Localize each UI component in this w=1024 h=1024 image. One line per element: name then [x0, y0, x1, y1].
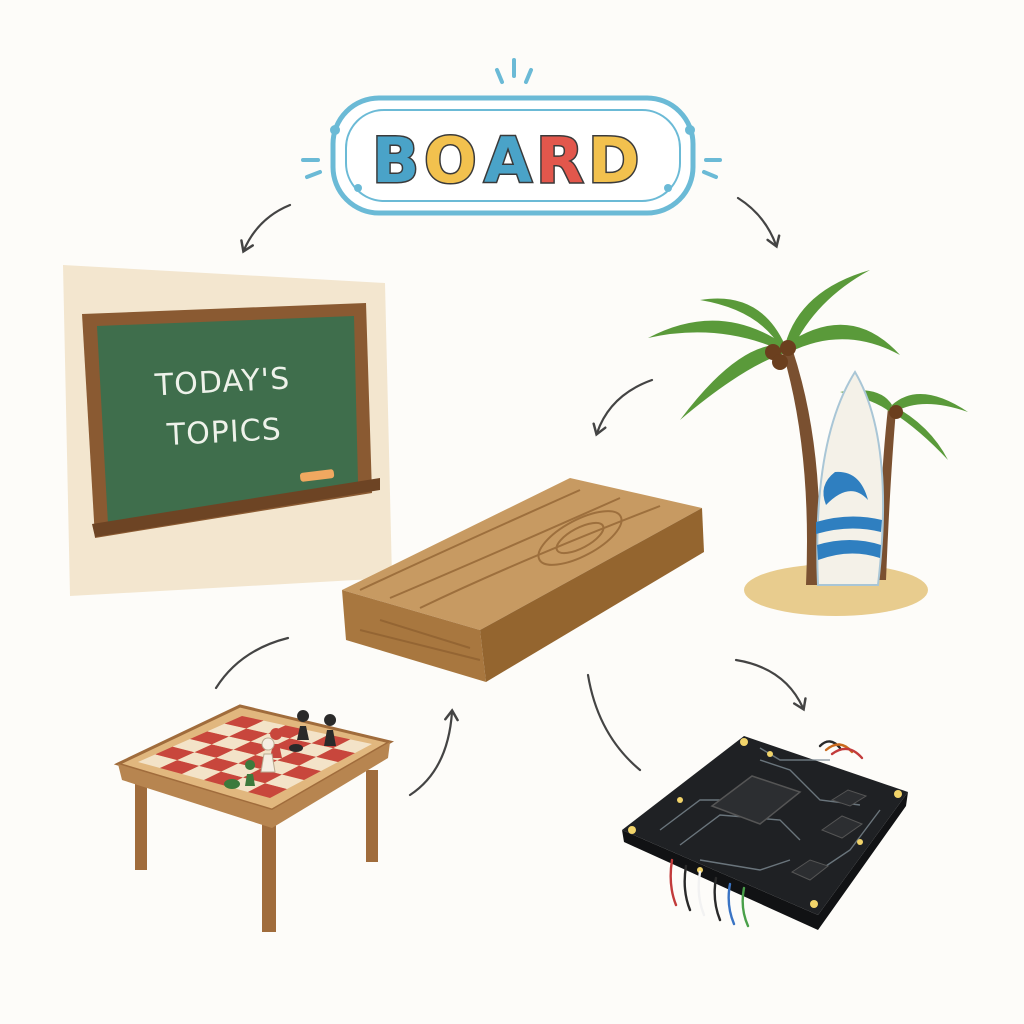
surfboard-wave	[823, 471, 868, 505]
chess-square	[333, 739, 372, 753]
chess-square	[204, 771, 244, 786]
pcb-chip-3	[830, 789, 868, 807]
pcb-chip-4	[790, 859, 830, 881]
splash-icon	[301, 58, 722, 192]
title-letter-d: D	[588, 124, 639, 197]
wooden-plank-icon	[342, 478, 704, 682]
title-letter-r: R	[536, 124, 584, 197]
palm-trunk	[782, 348, 820, 585]
pcb-side	[622, 792, 908, 930]
chess-square	[294, 743, 334, 757]
title-badge: B O A R D	[301, 58, 722, 216]
arrow-palm-to-plank	[592, 378, 654, 437]
chess-square	[199, 757, 239, 772]
chalkboard-line-1: TODAY'S	[153, 361, 291, 403]
arrow-title-to-chalkboard	[240, 203, 292, 254]
chess-square	[224, 716, 264, 729]
chess-pawn-green	[245, 760, 256, 786]
circuit-board-icon	[622, 736, 908, 930]
chess-square	[229, 728, 269, 742]
title-frame-inner	[345, 109, 681, 202]
chalk-tray	[92, 478, 380, 537]
pcb-wires	[669, 740, 864, 928]
chess-square	[282, 765, 321, 780]
checker-black	[289, 744, 303, 752]
chalk-piece	[299, 469, 335, 482]
table-leg-right	[366, 770, 378, 862]
surfboard-palm-icon	[648, 270, 968, 616]
title-letter-o: O	[424, 124, 477, 197]
table-leg-left	[135, 778, 147, 870]
chess-square	[207, 723, 247, 737]
chess-square	[155, 746, 195, 761]
plank-front	[342, 590, 486, 682]
chalkboard-line-2: TOPICS	[165, 412, 283, 453]
pcb-top	[622, 736, 908, 915]
title-frame	[330, 95, 696, 216]
chess-pawn-black	[297, 710, 310, 740]
arrow-plank-to-chess	[214, 636, 290, 690]
chess-square	[190, 731, 230, 745]
surfboard-stripe-1	[816, 516, 882, 534]
arrow-chess-to-plank	[408, 708, 459, 797]
chess-pieces	[224, 710, 337, 789]
arrows	[214, 196, 807, 797]
chess-square	[277, 751, 317, 766]
title-letter-a: A	[484, 124, 532, 197]
chalkboard-surface	[97, 316, 358, 524]
wood-grain	[359, 489, 661, 661]
table-leg-front	[262, 820, 276, 932]
chess-square	[211, 736, 251, 750]
arrow-plank-to-circuit	[586, 673, 642, 772]
table-apron	[118, 742, 390, 828]
chess-square	[177, 752, 217, 766]
pcb-traces	[659, 747, 881, 871]
title-letter-b: B	[372, 124, 419, 197]
chess-square	[138, 754, 178, 768]
chess-pawn-red	[270, 728, 283, 758]
pcb-chip-2	[820, 815, 864, 839]
coconuts	[765, 340, 903, 419]
chess-square	[194, 744, 234, 758]
pcb-leds	[628, 738, 902, 908]
chess-square	[172, 739, 212, 753]
pcb-main-chip	[710, 775, 802, 825]
title-text: B O A R D	[371, 123, 641, 199]
chess-pawn-black-2	[324, 714, 337, 746]
chess-pawn-white	[260, 737, 276, 773]
chess-square	[246, 720, 286, 734]
arrow-title-to-surfboard	[736, 196, 781, 249]
plank-side	[480, 508, 704, 682]
chess-square	[316, 748, 355, 762]
chess-square	[160, 760, 200, 774]
chess-table-icon	[113, 704, 395, 932]
surfboard-stripe-2	[817, 540, 881, 560]
plank-top	[342, 478, 702, 630]
palm-leaves	[648, 270, 968, 460]
arrow-to-circuit	[734, 658, 807, 712]
chess-square	[216, 749, 256, 764]
chalkboard-icon: TODAY'S TOPICS	[63, 265, 392, 596]
chess-square	[248, 783, 287, 798]
chess-square	[299, 756, 338, 771]
chess-square	[182, 765, 222, 780]
chess-square	[265, 774, 304, 789]
checker-green	[224, 779, 240, 789]
